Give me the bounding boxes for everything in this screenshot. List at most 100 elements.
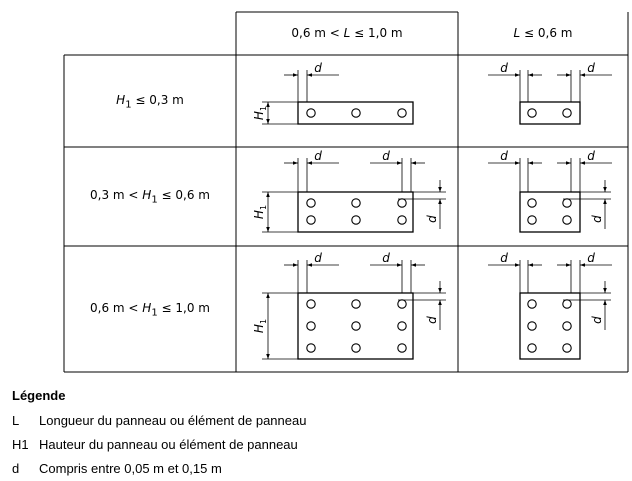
dim-d-small-row3-right: d [587,251,595,265]
dim-d-vert-small-row3: d [590,316,604,324]
hole [351,321,361,331]
legend-item-h1: H1 Hauteur du panneau ou élément de panne… [12,437,298,452]
arrow-head [266,354,270,359]
arrow-head [515,263,520,267]
hole [306,343,316,353]
arrow-head [515,73,520,77]
dim-d-vert-large-row2: d [425,215,439,223]
dim-d-large-row1: d [314,61,322,75]
arrow-head [566,161,571,165]
dim-d-vert-large-row3: d [425,316,439,324]
height-label-sub: 1 [259,319,268,324]
height-large-row2: H1 [252,205,268,219]
dim-d-small-row2-left: d [500,149,508,163]
dim-d-small-row1-right: d [587,61,595,75]
panel-large-row2 [297,191,414,233]
dim-d-large-row2-right: d [382,149,390,163]
arrow-head [566,263,571,267]
arrow-head [528,161,533,165]
hole [397,108,407,118]
legend-symbol: L [12,413,20,428]
hole [351,108,361,118]
dim-d-large-row3-right: d [382,251,390,265]
arrow-head [580,263,585,267]
arrow-head [293,263,298,267]
arrow-head [293,73,298,77]
hole [527,343,537,353]
col-header-2: L ≤ 0,6 m [513,26,573,40]
arrow-head [603,288,607,293]
hole [527,108,537,118]
arrow-head [603,199,607,204]
arrow-head [307,161,312,165]
arrow-head [438,288,442,293]
dim-d-small-row1-left: d [500,61,508,75]
hole [306,299,316,309]
col-header-1: 0,6 m < L ≤ 1,0 m [291,26,403,40]
arrow-head [266,293,270,298]
legend-item-d: d Compris entre 0,05 m et 0,15 m [12,461,222,476]
arrow-head [266,102,270,107]
row-header-2: 0,3 m < H1 ≤ 0,6 m [90,188,210,206]
hole [306,108,316,118]
arrow-head [438,199,442,204]
height-label-sub: 1 [259,106,268,111]
panel-small-row3 [519,292,581,360]
legend-text: Hauteur du panneau ou élément de panneau [39,437,298,452]
height-label-sub: 1 [259,205,268,210]
arrow-head [528,73,533,77]
arrow-head [515,161,520,165]
height-large-row1: H1 [252,106,268,120]
hole [527,215,537,225]
hole [562,198,572,208]
hole [397,299,407,309]
hole [351,198,361,208]
arrow-head [411,161,416,165]
hole [527,299,537,309]
dim-d-vert-small-row2: d [590,215,604,223]
arrow-head [307,263,312,267]
arrow-head [397,263,402,267]
arrow-head [438,300,442,305]
hole [351,343,361,353]
dim-d-small-row2-right: d [587,149,595,163]
row-header-3: 0,6 m < H1 ≤ 1,0 m [90,301,210,319]
hole [397,215,407,225]
legend-text: Compris entre 0,05 m et 0,15 m [39,461,222,476]
arrow-head [266,227,270,232]
hole [351,299,361,309]
legend-title: Légende [12,388,66,403]
hole [527,198,537,208]
row-header-1: H1 ≤ 0,3 m [116,93,184,111]
hole [562,108,572,118]
legend-text: Longueur du panneau ou élément de pannea… [39,413,307,428]
hole [397,198,407,208]
arrow-head [603,187,607,192]
arrow-head [580,73,585,77]
hole [306,215,316,225]
legend-symbol: H1 [12,437,29,452]
hole [562,299,572,309]
arrow-head [566,73,571,77]
arrow-head [411,263,416,267]
dim-d-large-row2-left: d [314,149,322,163]
panel-small-row2 [519,191,581,233]
dim-d-small-row3-left: d [500,251,508,265]
panel-small-row1 [519,101,581,125]
hole [562,215,572,225]
hole [397,343,407,353]
legend-symbol: d [12,461,20,476]
arrow-head [266,192,270,197]
hole [397,321,407,331]
dim-d-large-row3-left: d [314,251,322,265]
hole [527,321,537,331]
arrow-head [580,161,585,165]
panel-large-row1 [297,101,414,125]
legend-item-l: L Longueur du panneau ou élément de panne… [12,413,306,428]
hole [562,321,572,331]
arrow-head [397,161,402,165]
arrow-head [307,73,312,77]
